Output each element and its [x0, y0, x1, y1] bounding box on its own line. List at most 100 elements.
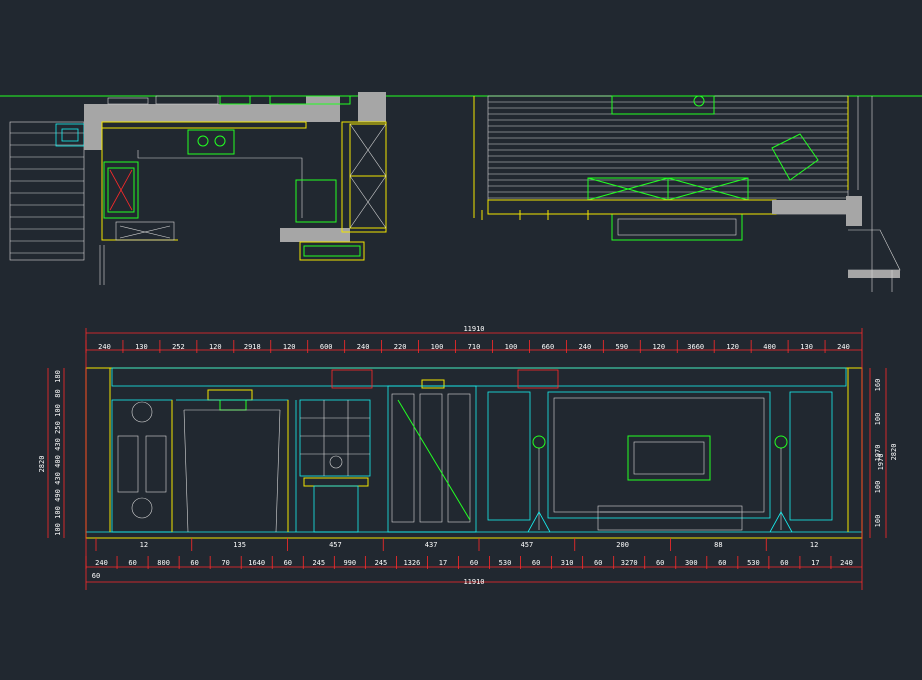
left-dimension-label: 100 — [54, 506, 62, 519]
sink-icon — [103, 161, 139, 219]
tv-wall-panel — [547, 391, 771, 519]
left-dimension-label: 430 — [54, 472, 62, 485]
top-dimension-label: 130 — [800, 343, 813, 351]
bottom-dimension-label: 800 — [157, 559, 170, 567]
top-dimension-label: 220 — [394, 343, 407, 351]
top-dimension-label: 120 — [726, 343, 739, 351]
right-total-height: 2820 — [890, 444, 898, 461]
bottom-dimension-label: 3270 — [621, 559, 638, 567]
top-dimension-label: 240 — [837, 343, 850, 351]
right-dimensions: 160 100 1970 100 100 — [874, 379, 882, 528]
right-mid-height: 1970 — [877, 454, 885, 471]
vase-icon — [329, 455, 343, 469]
floor-plan — [0, 92, 922, 292]
bottom-dimension-label: 530 — [499, 559, 512, 567]
bottom-dimension-label: 60 — [780, 559, 788, 567]
total-width-bottom: 11910 — [463, 578, 484, 586]
elevation-frame — [85, 367, 863, 539]
right-dimension-label: 100 — [874, 413, 882, 426]
bottom-dimension-label: 240 — [95, 559, 108, 567]
left-wall-panel — [487, 391, 531, 521]
top-dimension-label: 240 — [98, 343, 111, 351]
top-dimension-label: 120 — [283, 343, 296, 351]
staircase — [9, 121, 85, 261]
bottom-dimension-label: 990 — [343, 559, 356, 567]
top-dimension-label: 130 — [135, 343, 148, 351]
bottom-dimension-label: 310 — [561, 559, 574, 567]
dimension-lines — [47, 328, 887, 590]
bottom-dimension-label: 530 — [747, 559, 760, 567]
sub-dimension-label: 457 — [329, 541, 342, 549]
top-dimension-label: 100 — [431, 343, 444, 351]
top-dimension-label: 100 — [505, 343, 518, 351]
bottom-dimension-label: 60 — [656, 559, 664, 567]
floor-lamp-right-icon — [774, 435, 788, 449]
bottom-dimension-label: 60 — [190, 559, 198, 567]
tv-icon — [627, 435, 711, 481]
glass-doors — [387, 385, 477, 533]
bottom-dimension-label: 60 — [718, 559, 726, 567]
top-dimension-label: 120 — [652, 343, 665, 351]
top-dimension-label: 240 — [357, 343, 370, 351]
top-dimension-label: 600 — [320, 343, 333, 351]
right-wall-panel — [789, 391, 833, 521]
top-dimension-label: 400 — [763, 343, 776, 351]
left-dimension-label: 180 — [54, 370, 62, 383]
right-dimension-label: 100 — [874, 515, 882, 528]
sub-dimension-label: 457 — [521, 541, 534, 549]
bottom-dimension-label: 17 — [811, 559, 819, 567]
bottom-dimension-label: 1640 — [248, 559, 265, 567]
living-plan — [473, 95, 901, 292]
sub-dimension-label: 437 — [425, 541, 438, 549]
left-dimension-label: 100 — [54, 523, 62, 536]
top-dimension-label: 3660 — [687, 343, 704, 351]
sub-dimension-label: 200 — [616, 541, 629, 549]
top-dimensions: 240 130 252 120 2918 120 600 240 220 100 710 100 660… — [85, 340, 850, 353]
armchair-icon — [771, 133, 819, 181]
bottom-dimension-label: 300 — [685, 559, 698, 567]
top-dimension-label: 590 — [615, 343, 628, 351]
top-dimension-label: 120 — [209, 343, 222, 351]
sub-dimension-label: 135 — [233, 541, 246, 549]
stove-icon — [187, 129, 235, 155]
bottom-dimension-label: 60 — [594, 559, 602, 567]
left-cabinet — [111, 399, 173, 533]
bottom-dimension-label: 60 — [532, 559, 540, 567]
left-total-height: 2820 — [38, 456, 46, 473]
top-dimension-label: 2918 — [244, 343, 261, 351]
top-dimension-label: 710 — [468, 343, 481, 351]
left-dimension-label: 100 — [54, 404, 62, 417]
right-dimension-label: 100 — [874, 481, 882, 494]
bottom-dimension-label: 70 — [221, 559, 229, 567]
bottom-dimension-label: 17 — [439, 559, 447, 567]
bottom-dimensions: 240 60 800 60 70 1640 60 245 990 245 1326 17 60 530 60… — [85, 556, 853, 569]
left-dimension-label: 430 — [54, 438, 62, 451]
sub-dimension-label: 12 — [810, 541, 818, 549]
left-dimension-label: 490 — [54, 489, 62, 502]
bottom-dimension-label: 240 — [840, 559, 853, 567]
sub-dimension-label: 12 — [140, 541, 148, 549]
right-dimension-label: 1970 — [874, 445, 882, 462]
floor-lamp-left-icon — [532, 435, 546, 449]
lamp-icon — [693, 95, 705, 107]
bottom-dimension-label: 60 — [284, 559, 292, 567]
sub-dimension-label: 88 — [714, 541, 722, 549]
bottom-dimension-label: 245 — [312, 559, 325, 567]
top-dimension-label: 240 — [579, 343, 592, 351]
bottom-dimension-label: 60 — [128, 559, 136, 567]
bottom-dimension-label: 245 — [375, 559, 388, 567]
top-dimension-label: 660 — [542, 343, 555, 351]
left-dimension-label: 80 — [54, 389, 62, 397]
display-shelf — [299, 399, 371, 533]
kitchen-walls — [84, 92, 386, 242]
bottom-dimension-label: 1326 — [403, 559, 420, 567]
left-dimension-label: 250 — [54, 421, 62, 434]
right-dimension-label: 160 — [874, 379, 882, 392]
sub-dimensions: 12 135 457 437 457 200 88 12 — [95, 538, 818, 551]
bottom-dimension-label: 60 — [470, 559, 478, 567]
elevation-view — [85, 367, 863, 539]
top-dimension-label: 252 — [172, 343, 185, 351]
total-width-top: 11910 — [463, 325, 484, 333]
